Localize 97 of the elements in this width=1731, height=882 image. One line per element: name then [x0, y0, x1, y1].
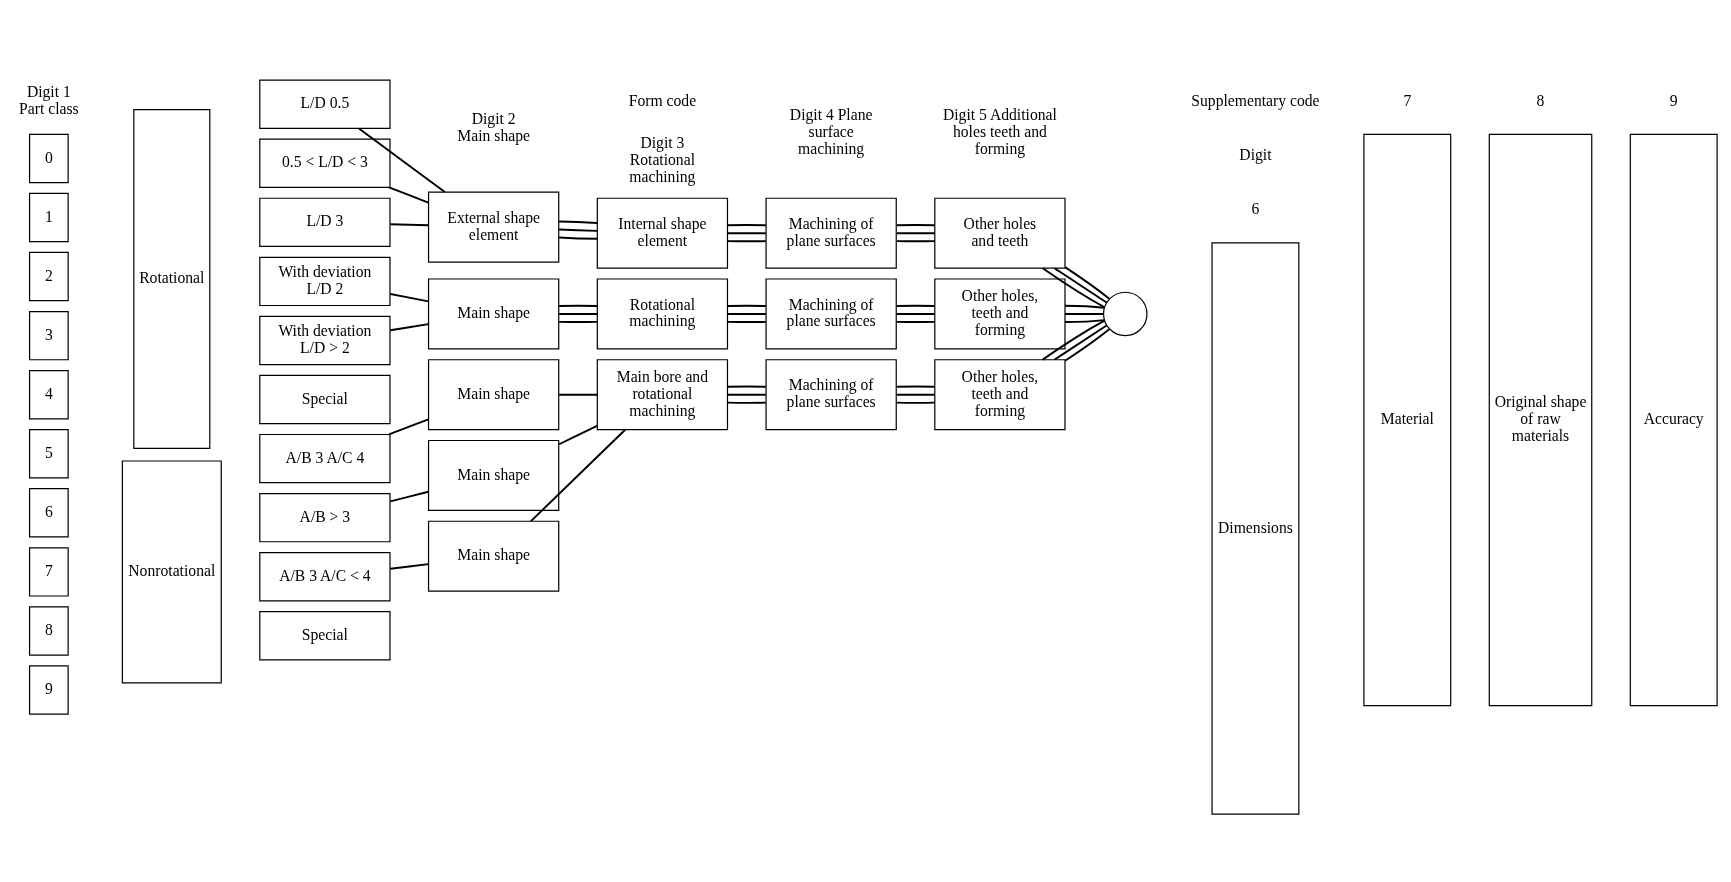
connector	[558, 220, 598, 224]
connector	[726, 231, 767, 234]
node-box: 1	[28, 192, 69, 242]
node-box: Rotational machining	[596, 277, 729, 349]
node-box: 4	[28, 369, 69, 419]
connector	[726, 304, 767, 307]
connector	[388, 417, 430, 435]
connector	[1053, 324, 1108, 360]
node-box: Special	[259, 610, 391, 660]
connector	[895, 223, 936, 226]
connector	[895, 385, 936, 388]
node-box: A/B > 3	[259, 492, 391, 542]
connector	[358, 127, 446, 193]
connector	[1064, 304, 1106, 309]
node-box: L/D 0.5	[259, 79, 391, 129]
node-box: A/B 3 A/C < 4	[259, 551, 391, 601]
label: Form code	[628, 91, 697, 109]
connector	[726, 239, 767, 242]
connector	[726, 223, 767, 226]
connector	[558, 393, 598, 396]
connector	[726, 312, 767, 315]
connector	[558, 424, 598, 445]
label: Digit 3 Rotational machining	[629, 133, 696, 185]
label: Supplementary code	[1191, 91, 1320, 109]
connector	[558, 228, 598, 232]
node-box: Other holes, teeth and forming	[934, 358, 1066, 430]
connector	[895, 320, 936, 323]
connector	[388, 185, 430, 203]
connector	[895, 393, 936, 396]
label: 7	[1403, 91, 1412, 109]
connector	[558, 235, 598, 240]
connector	[895, 401, 936, 404]
node-box: Special	[259, 374, 391, 424]
node-box: 0	[28, 133, 69, 183]
node-box: Accuracy	[1629, 133, 1718, 706]
connector	[558, 304, 598, 307]
connector	[1064, 265, 1111, 300]
node-box: L/D 3	[259, 197, 391, 247]
connector	[726, 320, 767, 323]
connector	[1053, 266, 1108, 303]
node-box: A/B 3 A/C 4	[259, 433, 391, 483]
connector	[1064, 312, 1105, 315]
connector	[726, 401, 767, 404]
connector	[389, 562, 430, 570]
node-box: Main bore and rotational machining	[596, 358, 729, 430]
connector	[389, 490, 430, 502]
node-box: Main shape	[427, 520, 560, 592]
node-box: With deviation L/D > 2	[259, 315, 391, 365]
connector	[558, 312, 598, 315]
connector	[389, 292, 430, 302]
connector	[895, 304, 936, 307]
label: Digit 5 Additional holes teeth and forming	[942, 105, 1057, 157]
label: Digit 4 Plane surface machining	[789, 105, 873, 157]
label: 9	[1669, 91, 1678, 109]
node-box: 5	[28, 428, 69, 478]
connector	[726, 393, 767, 396]
connector	[389, 222, 430, 226]
node-box: Dimensions	[1211, 241, 1300, 815]
node-box: Machining of plane surfaces	[765, 197, 897, 269]
label: Digit 2 Main shape	[457, 109, 530, 144]
node-box: Main shape	[427, 439, 560, 511]
node-box: External shape element	[427, 191, 560, 263]
connector	[895, 231, 936, 234]
label: 6	[1251, 199, 1260, 217]
label: 8	[1536, 91, 1545, 109]
connector	[1064, 327, 1111, 362]
node-box: Rotational	[133, 108, 211, 449]
connector	[726, 385, 767, 388]
node-box: Other holes and teeth	[934, 197, 1066, 269]
node-box: Original shape of raw materials	[1488, 133, 1593, 706]
connector	[389, 322, 430, 331]
node-box: 6	[28, 487, 69, 538]
node-box: 2	[28, 251, 69, 301]
node-box: 7	[28, 546, 69, 597]
connector	[558, 320, 598, 323]
connector	[895, 312, 936, 315]
node-box: 8	[28, 605, 69, 656]
label: Digit	[1239, 145, 1272, 163]
node-box: 0.5 < L/D < 3	[259, 138, 391, 188]
connector	[895, 239, 936, 242]
node-box: Material	[1363, 133, 1452, 706]
node-box: 9	[28, 664, 69, 715]
node-box: 3	[28, 310, 69, 360]
node-box: Main shape	[427, 277, 560, 349]
node-box: Machining of plane surfaces	[765, 358, 897, 430]
node-box: Nonrotational	[121, 459, 222, 683]
node-box: With deviation L/D 2	[259, 256, 391, 306]
node-box: Other holes, teeth and forming	[934, 277, 1066, 349]
label: Digit 1 Part class	[19, 82, 79, 117]
node-box: Main shape	[427, 358, 560, 430]
node-box: Machining of plane surfaces	[765, 277, 897, 349]
connector	[529, 428, 627, 522]
node-circle	[1102, 291, 1148, 336]
connector	[1041, 266, 1106, 308]
node-box: Internal shape element	[596, 197, 729, 269]
connector	[1041, 319, 1106, 361]
connector	[1064, 318, 1106, 323]
